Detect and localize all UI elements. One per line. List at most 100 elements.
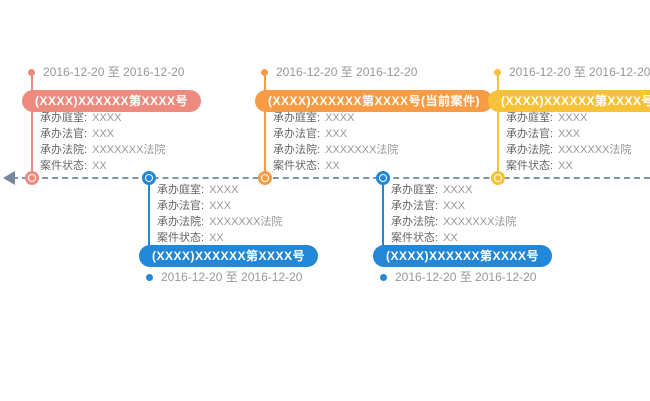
date-range: 2016-12-20 至 2016-12-20 [261, 65, 417, 79]
connector-line [148, 185, 150, 246]
field-label: 承办庭室: [273, 112, 321, 124]
field-label: 承办庭室: [157, 184, 205, 196]
date-dot-icon [380, 273, 387, 281]
field-value: XXXXXXX法院 [558, 144, 632, 156]
field-value: XX [325, 160, 340, 172]
timeline-marker-icon[interactable] [376, 171, 390, 185]
field-value: XXXXXXX法院 [209, 216, 283, 228]
case-fields: 承办庭室: XXXX 承办法官: XXX 承办法院: XXXXXXX法院案件状态: XX [506, 110, 631, 174]
field-label: 承办法院: [157, 216, 205, 228]
date-range: 2016-12-20 至 2016-12-20 [494, 65, 650, 79]
connector-line [31, 71, 33, 171]
field-label: 承办法官: [391, 200, 439, 212]
field-label: 案件状态: [157, 232, 205, 244]
date-label: 2016-12-20 至 2016-12-20 [509, 65, 650, 79]
field-label: 承办法院: [273, 144, 321, 156]
field-label: 承办法官: [157, 200, 205, 212]
field-value: XX [92, 160, 107, 172]
date-dot-icon [261, 68, 268, 76]
case-field-row: 承办法院: XXXXXXX法院 [157, 214, 282, 230]
field-label: 承办法官: [273, 128, 321, 140]
case-fields: 承办庭室: XXXX 承办法官: XXX 承办法院: XXXXXXX法院案件状态: XX [157, 182, 282, 246]
field-label: 承办法官: [506, 128, 554, 140]
date-label: 2016-12-20 至 2016-12-20 [161, 270, 303, 284]
connector-line [264, 71, 266, 171]
connector-line [497, 71, 499, 171]
timeline-marker-icon[interactable] [25, 171, 39, 185]
field-label: 承办法官: [40, 128, 88, 140]
case-field-row: 承办法官: XXX [273, 126, 398, 142]
field-value: XXX [325, 128, 348, 140]
date-range: 2016-12-20 至 2016-12-20 [146, 270, 302, 284]
field-value: XXXX [209, 184, 239, 196]
case-field-row: 案件状态: XX [273, 158, 398, 174]
field-value: XX [558, 160, 573, 172]
field-value: XXXX [558, 112, 588, 124]
marker-center-dot [146, 175, 152, 181]
field-label: 案件状态: [391, 232, 439, 244]
case-field-row: 案件状态: XX [40, 158, 165, 174]
case-field-row: 案件状态: XX [157, 230, 282, 246]
field-label: 承办庭室: [391, 184, 439, 196]
field-value: XXX [209, 200, 232, 212]
connector-line [382, 185, 384, 246]
field-label: 承办庭室: [40, 112, 88, 124]
case-fields: 承办庭室:XXXX 承办法官: XXX 承办法院: XXXXXXX法院案件状态: XX [273, 110, 398, 174]
case-fields: 承办庭室: XXXX 承办法官: XXX 承办法院: XXXXXXX法院案件状态: XX [391, 182, 516, 246]
field-value: XXXX [443, 184, 473, 196]
case-field-row: 承办法院: XXXXXXX法院 [391, 214, 516, 230]
case-field-row: 承办法官: XXX [40, 126, 165, 142]
case-field-row: 承办法院: XXXXXXX法院 [273, 142, 398, 158]
date-range: 2016-12-20 至 2016-12-20 [380, 270, 536, 284]
case-number-pill[interactable]: (XXXX)XXXXXX第XXXX号 [22, 90, 202, 112]
field-label: 承办庭室: [506, 112, 554, 124]
field-value: XX [209, 232, 224, 244]
date-range: 2016-12-20 至 2016-12-20 [28, 65, 184, 79]
case-field-row: 承办法官: XXX [506, 126, 631, 142]
field-label: 案件状态: [40, 160, 88, 172]
timeline-marker-icon[interactable] [258, 171, 272, 185]
case-field-row: 案件状态: XX [391, 230, 516, 246]
case-field-row: 承办庭室: XXXX [391, 182, 516, 198]
field-label: 案件状态: [506, 160, 554, 172]
field-value: XXXX [92, 112, 122, 124]
marker-center-dot [380, 175, 386, 181]
date-dot-icon [28, 68, 35, 76]
field-value: XXXXXXX法院 [92, 144, 166, 156]
field-label: 承办法院: [40, 144, 88, 156]
timeline-axis [12, 177, 650, 179]
case-field-row: 案件状态: XX [506, 158, 631, 174]
case-field-row: 承办法院: XXXXXXX法院 [506, 142, 631, 158]
field-value: XXX [443, 200, 466, 212]
case-number-pill[interactable]: (XXXX)XXXXXX第XXXX号 [488, 90, 650, 112]
timeline-marker-icon[interactable] [142, 171, 156, 185]
marker-center-dot [495, 175, 501, 181]
date-label: 2016-12-20 至 2016-12-20 [276, 65, 418, 79]
field-value: XXXXXXX法院 [443, 216, 517, 228]
marker-center-dot [29, 175, 35, 181]
date-label: 2016-12-20 至 2016-12-20 [43, 65, 185, 79]
timeline-left-arrow-icon [3, 171, 15, 185]
field-label: 承办法院: [506, 144, 554, 156]
case-number-pill[interactable]: (XXXX)XXXXXX第XXXX号(当前案件) [255, 90, 494, 112]
case-field-row: 承办庭室: XXXX [40, 110, 165, 126]
case-field-row: 承办法官: XXX [391, 198, 516, 214]
case-fields: 承办庭室: XXXX 承办法官: XXX 承办法院: XXXXXXX法院案件状态: XX [40, 110, 165, 174]
case-field-row: 承办庭室: XXXX [157, 182, 282, 198]
case-field-row: 承办庭室:XXXX [273, 110, 398, 126]
field-label: 案件状态: [273, 160, 321, 172]
date-label: 2016-12-20 至 2016-12-20 [395, 270, 537, 284]
field-value: XXX [558, 128, 581, 140]
field-value: XXX [92, 128, 115, 140]
marker-center-dot [262, 175, 268, 181]
field-value: XX [443, 232, 458, 244]
timeline-marker-icon[interactable] [491, 171, 505, 185]
field-value: XXXXXXX法院 [325, 144, 399, 156]
case-number-pill[interactable]: (XXXX)XXXXXX第XXXX号 [373, 245, 553, 267]
case-number-pill[interactable]: (XXXX)XXXXXX第XXXX号 [139, 245, 319, 267]
date-dot-icon [494, 68, 501, 76]
case-field-row: 承办法官: XXX [157, 198, 282, 214]
case-field-row: 承办法院: XXXXXXX法院 [40, 142, 165, 158]
field-label: 承办法院: [391, 216, 439, 228]
